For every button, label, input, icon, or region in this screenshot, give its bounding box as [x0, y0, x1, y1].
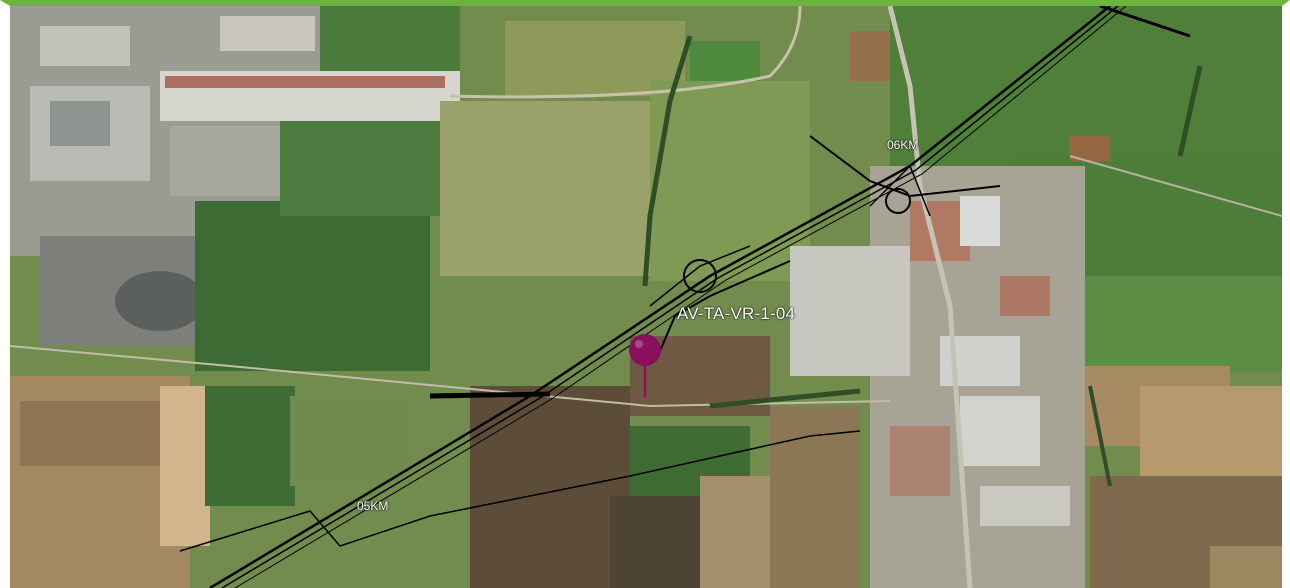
- satellite-map[interactable]: 06KM 05KM AV-TA-VR-1-04: [10, 6, 1282, 588]
- route-alignment: [179, 6, 1191, 588]
- km-marker-05: 05KM: [357, 499, 389, 513]
- map-pin-icon[interactable]: [627, 333, 663, 399]
- site-label: AV-TA-VR-1-04: [677, 304, 796, 323]
- map-imagery: [10, 6, 1282, 588]
- km-marker-06: 06KM: [887, 138, 919, 152]
